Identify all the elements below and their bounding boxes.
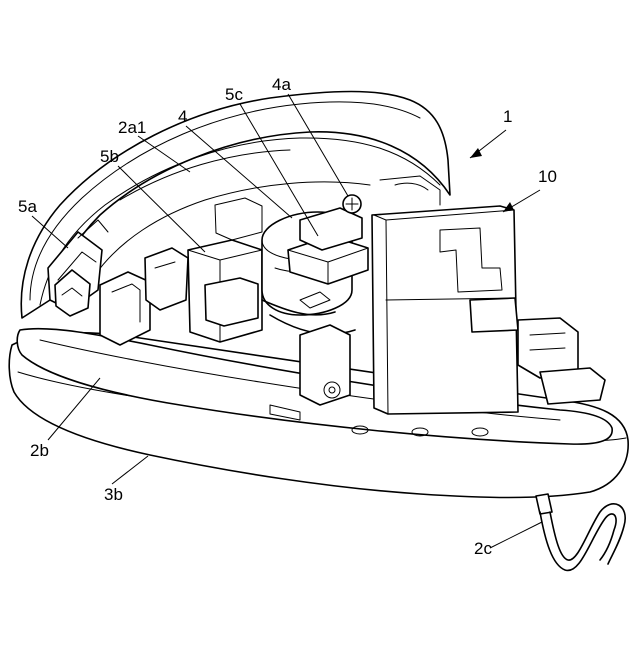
label-5c: 5c — [225, 86, 243, 103]
motor-head-5c — [288, 208, 368, 284]
left-bracket — [100, 248, 188, 345]
label-4a: 4a — [272, 76, 291, 93]
label-4: 4 — [178, 108, 187, 125]
label-2a1: 2a1 — [118, 119, 146, 136]
label-3b: 3b — [104, 486, 123, 503]
label-10: 10 — [538, 168, 557, 185]
label-5a: 5a — [18, 198, 37, 215]
leader-3b — [112, 456, 148, 484]
label-2c: 2c — [474, 540, 492, 557]
label-2b: 2b — [30, 442, 49, 459]
leader-2c — [490, 522, 542, 548]
actuator-5b — [188, 198, 262, 342]
circuit-board-10 — [372, 206, 518, 414]
label-1: 1 — [503, 108, 512, 125]
lower-bracket — [300, 325, 350, 405]
screw-4a — [343, 195, 361, 213]
cable-2c — [536, 494, 625, 570]
label-5b: 5b — [100, 148, 119, 165]
